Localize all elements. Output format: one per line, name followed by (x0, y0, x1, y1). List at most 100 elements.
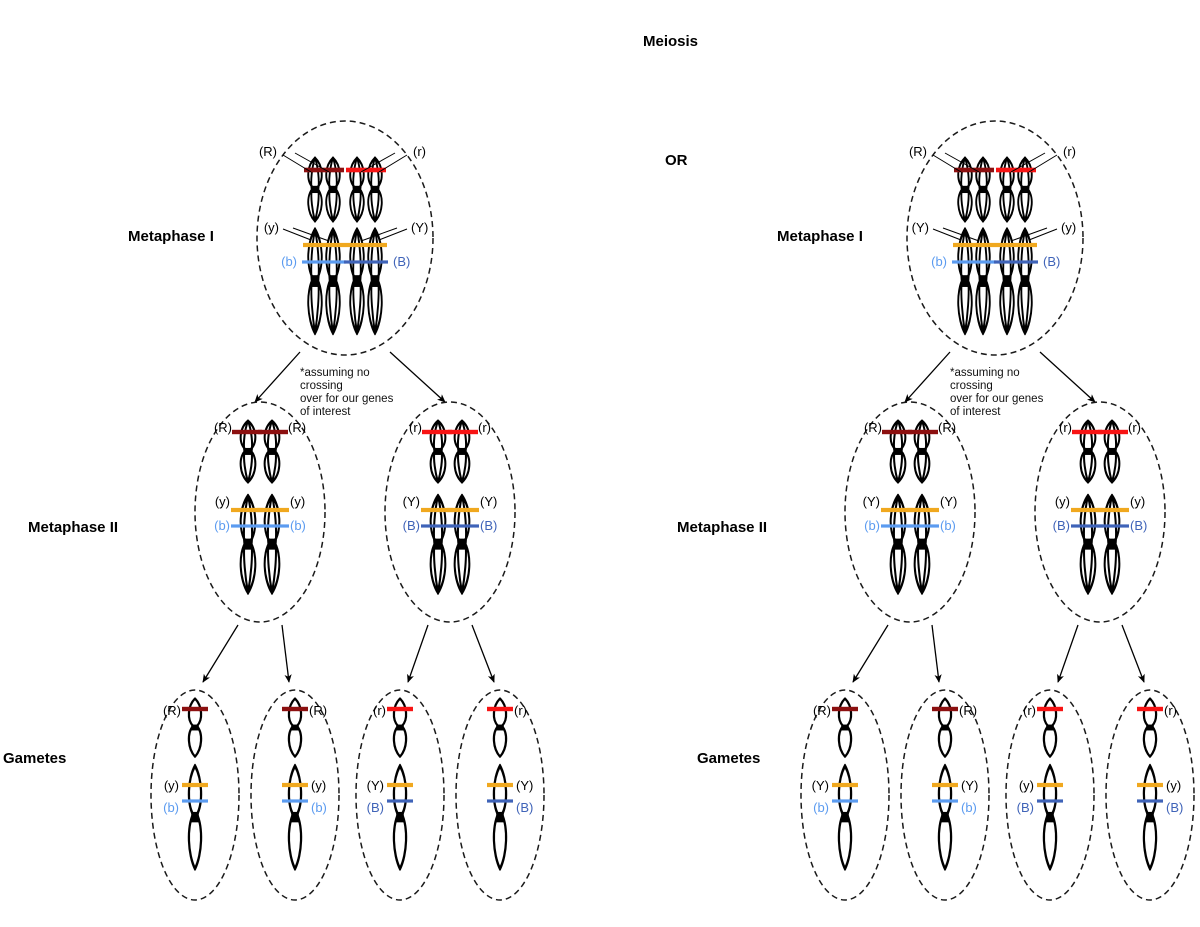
arrow-m2-to-gamete-right-3 (1121, 624, 1145, 683)
allele-label-m1-b-right-right: (B) (1043, 254, 1061, 269)
arrow-m2-to-gamete-right-1 (931, 624, 942, 683)
allele-label-gamete-b-right-2: (B) (1016, 800, 1034, 815)
allele-label-m1-b-left-left: (b) (281, 254, 297, 269)
allele-label-m2-y-right-right-0: (Y) (940, 494, 958, 509)
chromosome-metaphase1-top-right-1 (974, 156, 992, 223)
cell-metaphase-2-left-0 (194, 401, 326, 623)
row-label-metaphase-1-left: Metaphase I (128, 228, 214, 245)
band-B-r-left-1 (447, 524, 479, 528)
band-R-r-left-1 (448, 429, 478, 435)
cell-gamete-left-0 (150, 689, 240, 901)
allele-label-gamete-r-left-3: (r) (514, 703, 527, 718)
arrow-m2-to-gamete-right-2 (1057, 624, 1079, 683)
allele-label-m2-top-left-right-0: (R) (863, 420, 882, 435)
row-label-metaphase-2-right: Metaphase II (677, 519, 768, 536)
band-R-l-left-0 (232, 429, 262, 435)
band-Y-right-right (995, 242, 1037, 248)
allele-label-m2-b-left-right-0: (b) (864, 518, 880, 533)
band-Y-left-right (953, 242, 995, 248)
band-B-l-right-0 (881, 524, 913, 528)
row-label-gametes-right: Gametes (697, 750, 761, 767)
band-R-r-right-0 (908, 429, 938, 435)
band-Y-gamete-right-2 (1037, 782, 1063, 788)
allele-label-gamete-r-right-3: (r) (1164, 703, 1177, 718)
band-R-right-left (346, 167, 386, 173)
band-R-r-right-1 (1098, 429, 1128, 435)
band-B-gamete-left-2 (387, 799, 413, 803)
chromosome-gamete-bot-left-1 (287, 763, 303, 871)
allele-label-gamete-r-right-1: (R) (959, 703, 978, 718)
band-R-gamete-left-1 (282, 706, 308, 712)
cell-gamete-right-3 (1105, 689, 1195, 901)
allele-label-gamete-y-right-0: (Y) (811, 778, 829, 793)
band-R-gamete-left-3 (487, 706, 513, 712)
allele-label-m2-y-right-left-0: (y) (290, 494, 306, 509)
arrow-m1-to-m2-right-1 (1039, 351, 1096, 403)
band-B-gamete-right-0 (832, 799, 858, 803)
leader-R-left-right (932, 154, 962, 173)
arrow-m2-to-gamete-right-0 (852, 624, 889, 683)
band-Y-gamete-right-1 (932, 782, 958, 788)
allele-label-m1-b-left-right: (b) (931, 254, 947, 269)
band-B-gamete-left-1 (282, 799, 308, 803)
band-Y-right-left (345, 242, 387, 248)
row-label-gametes-left: Gametes (3, 750, 67, 767)
crossing-over-note-left: *assuming no crossing over for our genes… (300, 367, 394, 418)
allele-label-m2-top-left-left-1: (r) (409, 420, 422, 435)
leader-Y-right2-right (1010, 227, 1048, 242)
arrow-m1-to-m2-right-0 (904, 351, 951, 403)
allele-label-gamete-b-right-1: (b) (961, 800, 977, 815)
band-B-gamete-left-0 (182, 799, 208, 803)
band-B-right-right (994, 260, 1038, 264)
arrow-m1-to-m2-left-1 (389, 351, 446, 403)
allele-label-gamete-y-left-0: (y) (163, 778, 179, 793)
band-Y-gamete-left-3 (487, 782, 513, 788)
leader-Y-right-left (378, 228, 408, 241)
chromosome-gamete-bot-right-2 (1042, 763, 1058, 871)
allele-label-gamete-b-right-0: (b) (813, 800, 829, 815)
band-R-left-left (304, 167, 344, 173)
band-B-gamete-right-3 (1137, 799, 1163, 803)
allele-label-gamete-y-left-1: (y) (311, 778, 327, 793)
allele-label-gamete-b-left-0: (b) (163, 800, 179, 815)
leader-Y-left-right (932, 228, 962, 241)
allele-label-m2-y-left-right-1: (y) (1054, 494, 1070, 509)
band-B-r-right-0 (907, 524, 939, 528)
leader-R-right2-left (360, 152, 396, 173)
band-B-gamete-left-3 (487, 799, 513, 803)
band-B-right-left (344, 260, 388, 264)
allele-label-m1-top-left-left: (R) (258, 144, 277, 159)
allele-label-gamete-b-left-1: (b) (311, 800, 327, 815)
band-R-l-right-0 (882, 429, 912, 435)
band-Y-r-right-1 (1097, 507, 1129, 513)
leader-R-left-left (282, 154, 312, 173)
arrow-m1-to-m2-left-0 (254, 351, 301, 403)
allele-label-gamete-r-left-0: (R) (162, 703, 181, 718)
chromosome-gamete-bot-right-0 (837, 763, 853, 871)
leader-Y-left-left (282, 228, 312, 241)
band-B-gamete-right-2 (1037, 799, 1063, 803)
row-label-metaphase-2-left: Metaphase II (28, 519, 119, 536)
chromosome-gamete-bot-left-0 (187, 763, 203, 871)
leader-R-right-left (378, 154, 408, 173)
allele-label-gamete-r-right-2: (r) (1023, 703, 1036, 718)
crossing-over-note-right: *assuming no crossing over for our genes… (950, 367, 1044, 418)
chromosome-gamete-bot-right-1 (937, 763, 953, 871)
allele-label-m1-bot-left-left: (y) (263, 220, 279, 235)
band-R-gamete-right-3 (1137, 706, 1163, 712)
row-label-metaphase-1-right: Metaphase I (777, 228, 863, 245)
band-Y-left-left (303, 242, 345, 248)
band-B-l-right-1 (1071, 524, 1103, 528)
allele-label-gamete-b-left-3: (B) (516, 800, 534, 815)
cell-metaphase-1-left (256, 120, 434, 356)
band-R-l-right-1 (1072, 429, 1102, 435)
band-B-r-right-1 (1097, 524, 1129, 528)
band-R-gamete-left-2 (387, 706, 413, 712)
band-Y-l-right-0 (881, 507, 913, 513)
cell-gamete-right-0 (800, 689, 890, 901)
band-B-left-right (952, 260, 996, 264)
allele-label-m2-b-left-left-0: (b) (214, 518, 230, 533)
leader-R-left2-right (944, 152, 980, 173)
arrow-m2-to-gamete-left-1 (281, 624, 292, 683)
band-Y-r-right-0 (907, 507, 939, 513)
